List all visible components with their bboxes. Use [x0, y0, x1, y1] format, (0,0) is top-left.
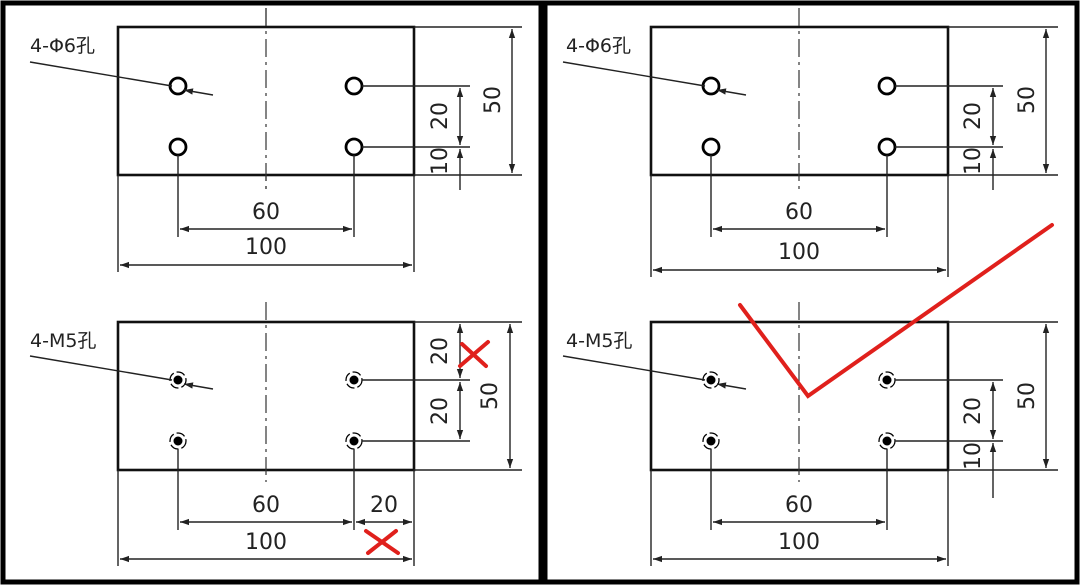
- hole: [877, 76, 897, 96]
- dim-overall-width: 100: [778, 530, 820, 555]
- wrong-mark: [458, 340, 490, 368]
- callout-leader-tail: [716, 382, 747, 390]
- callout-leader-tail: [716, 88, 747, 96]
- callout-leader: [29, 61, 173, 87]
- dim-overall-width: 100: [778, 240, 820, 265]
- hole: [168, 76, 188, 96]
- dim-hole-vspacing: 20: [428, 397, 453, 425]
- dim-top-offset-wrong: 20: [428, 337, 453, 365]
- dim-overall-height: 50: [481, 86, 506, 114]
- dim-hole-spacing: 60: [785, 493, 813, 518]
- dim-hole-edge: 10: [961, 147, 986, 175]
- callout-leader: [562, 61, 706, 87]
- hole: [877, 137, 897, 157]
- dim-hole-edge: 10: [428, 147, 453, 175]
- dim-hole-edge: 10: [961, 442, 986, 470]
- hole-callout: 4-M5孔: [566, 330, 632, 352]
- hole-callout: 4-Φ6孔: [566, 35, 631, 57]
- callout-leader: [562, 355, 706, 381]
- dim-overall-height: 50: [478, 382, 503, 410]
- hole: [701, 137, 721, 157]
- left-top-drawing: 4-Φ6孔 60 100 20 10 50: [29, 8, 522, 272]
- hole: [344, 137, 364, 157]
- hole: [168, 137, 188, 157]
- dim-overall-width: 100: [245, 235, 287, 260]
- left-bottom-drawing: 4-M5孔 60 20 100 20 20 50: [29, 302, 522, 566]
- hole-callout: 4-Φ6孔: [30, 35, 95, 57]
- dim-overall-height: 50: [1015, 382, 1040, 410]
- dim-hole-vspacing: 20: [961, 397, 986, 425]
- dim-hole-vspacing: 20: [428, 102, 453, 130]
- dim-hole-vspacing: 20: [961, 102, 986, 130]
- hole-callout: 4-M5孔: [30, 330, 96, 352]
- hole: [701, 76, 721, 96]
- dim-hole-spacing: 60: [252, 493, 280, 518]
- dim-edge-offset-wrong: 20: [370, 493, 398, 518]
- dim-overall-height: 50: [1015, 86, 1040, 114]
- callout-leader-tail: [183, 382, 214, 390]
- dim-overall-width: 100: [245, 530, 287, 555]
- left-panel-frame: [0, 0, 544, 585]
- callout-leader: [29, 355, 173, 381]
- callout-leader-tail: [183, 88, 214, 96]
- right-bottom-drawing: 4-M5孔 60 100 20 10 50: [562, 302, 1058, 566]
- wrong-mark: [364, 529, 400, 555]
- dim-hole-spacing: 60: [785, 200, 813, 225]
- correct-check-mark: [738, 223, 1054, 399]
- hole: [344, 76, 364, 96]
- dim-hole-spacing: 60: [252, 200, 280, 225]
- right-panel-frame: [542, 0, 1080, 585]
- right-top-drawing: 4-Φ6孔 60 100 20 10 50: [562, 8, 1058, 277]
